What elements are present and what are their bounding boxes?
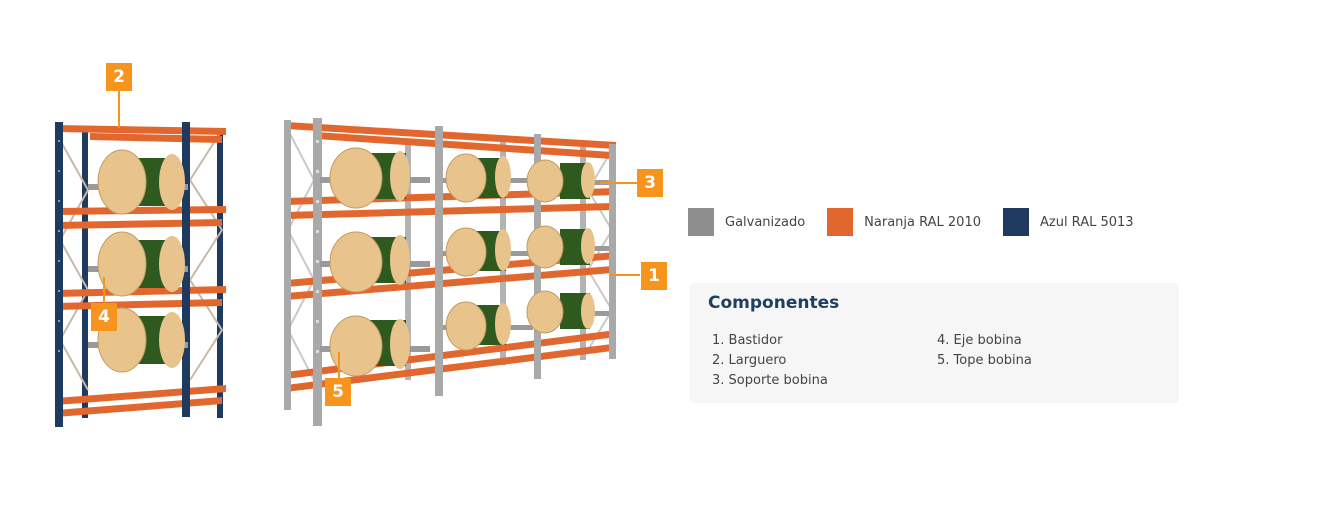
- callout-4: 4: [91, 303, 117, 331]
- reel: [443, 301, 533, 351]
- callout-3: 3: [637, 169, 663, 197]
- swatch-naranja: [827, 208, 854, 236]
- legend-item-galvanizado: Galvanizado: [688, 208, 805, 236]
- components-list-right: 4. Eje bobina 5. Tope bobina: [937, 331, 1032, 371]
- reel: [526, 290, 609, 334]
- callout-2: 2: [106, 63, 132, 91]
- legend-label: Azul RAL 5013: [1039, 214, 1134, 230]
- reel: [320, 231, 430, 293]
- component-item: 3. Soporte bobina: [712, 373, 828, 388]
- callout-1: 1: [641, 262, 667, 290]
- rack-illustrations: [55, 90, 640, 427]
- reel: [88, 231, 188, 297]
- components-title: Componentes: [708, 293, 840, 313]
- reel: [443, 153, 533, 203]
- reel: [88, 149, 188, 215]
- component-item: 1. Bastidor: [712, 333, 783, 348]
- components-list-left: 1. Bastidor 2. Larguero 3. Soporte bobin…: [712, 331, 828, 391]
- component-item: 2. Larguero: [712, 353, 787, 368]
- legend-label: Naranja RAL 2010: [864, 214, 981, 230]
- reel: [443, 227, 533, 277]
- legend-item-azul: Azul RAL 5013: [1002, 208, 1134, 236]
- callout-5: 5: [325, 378, 351, 406]
- swatch-azul: [1002, 208, 1029, 236]
- leader-lines: [103, 90, 640, 378]
- component-item: 5. Tope bobina: [937, 353, 1032, 368]
- reel: [526, 225, 609, 269]
- reel: [320, 147, 430, 209]
- reel: [320, 315, 430, 377]
- reel: [526, 159, 609, 203]
- color-legend: Galvanizado Naranja RAL 2010 Azul RAL 50…: [688, 208, 1156, 236]
- triple-bay-rack: [284, 118, 616, 426]
- legend-item-naranja: Naranja RAL 2010: [827, 208, 981, 236]
- swatch-galvanizado: [688, 208, 714, 236]
- components-panel: Componentes 1. Bastidor 2. Larguero 3. S…: [690, 283, 1179, 403]
- component-item: 4. Eje bobina: [937, 333, 1022, 348]
- single-bay-rack: [55, 122, 226, 427]
- legend-label: Galvanizado: [725, 214, 806, 230]
